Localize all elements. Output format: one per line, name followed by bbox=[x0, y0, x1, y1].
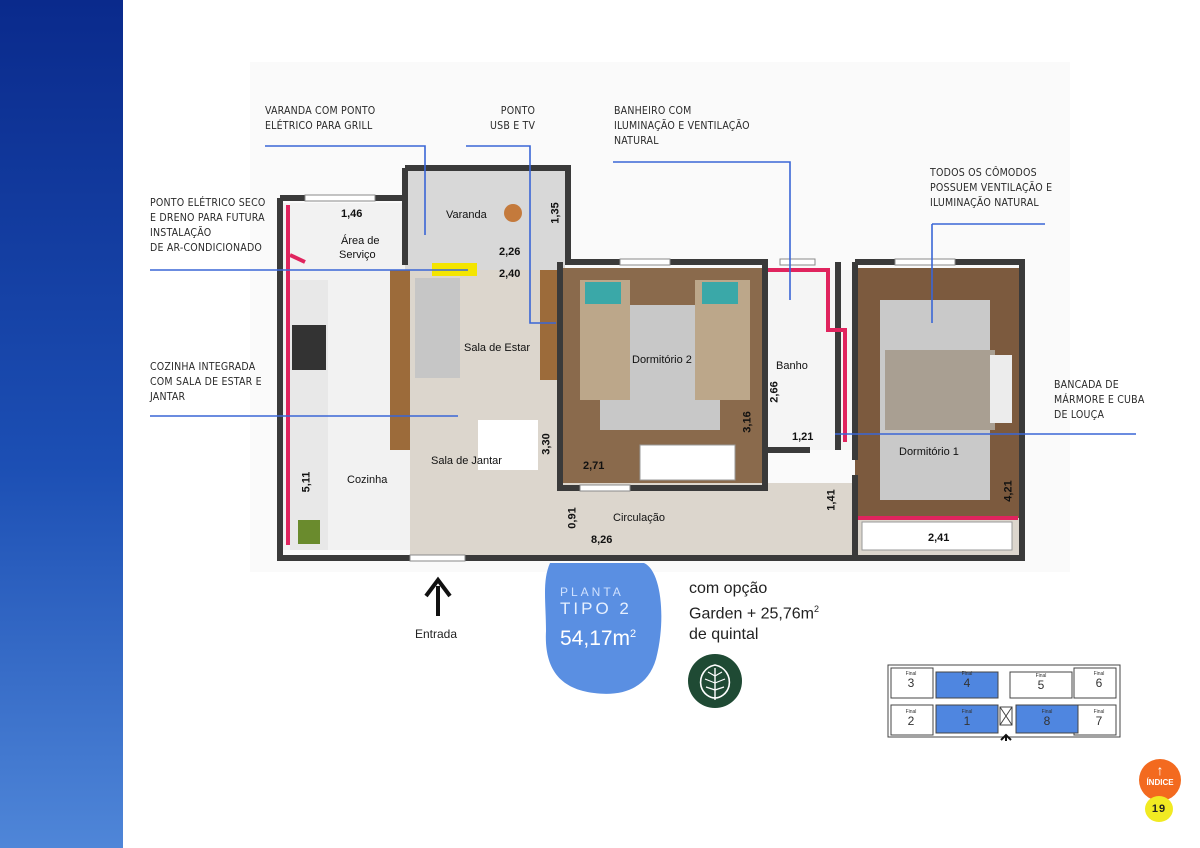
keyplan-unit-caption: Final bbox=[1041, 709, 1053, 715]
dimension-label: 1,35 bbox=[549, 202, 562, 224]
planta-area: 54,17m2 bbox=[560, 621, 636, 652]
callout-usb-line: PONTO bbox=[500, 105, 536, 117]
callout-varanda-line: VARANDA COM PONTO bbox=[265, 105, 376, 117]
room-label-varanda: Varanda bbox=[446, 209, 487, 221]
dimension-label: 1,21 bbox=[792, 431, 814, 443]
callout-cozinha-line: JANTAR bbox=[150, 391, 186, 403]
callout-usb-line: USB E TV bbox=[490, 120, 536, 132]
keyplan-unit-number: 7 bbox=[1095, 714, 1103, 728]
keyplan-unit-number: 2 bbox=[907, 714, 915, 728]
callout-cozinha: COZINHA INTEGRADA COM SALA DE ESTAR E JA… bbox=[150, 360, 262, 405]
room-label-banho: Banho bbox=[776, 360, 808, 372]
planta-area-value: 54,17m bbox=[560, 627, 631, 650]
callout-comodos: TODOS OS CÔMODOS POSSUEM VENTILAÇÃO E IL… bbox=[930, 166, 1052, 211]
planta-line-1: PLANTA bbox=[560, 585, 624, 599]
keyplan-unit-number: 5 bbox=[1037, 678, 1045, 692]
keyplan-unit-number: 8 bbox=[1043, 714, 1051, 728]
callout-bancada-line: MÁRMORE E CUBA bbox=[1054, 394, 1145, 406]
keyplan-unit-caption: Final bbox=[905, 709, 917, 715]
callout-banheiro-line: BANHEIRO COM bbox=[614, 105, 692, 117]
dimension-label: 0,91 bbox=[566, 507, 579, 529]
callout-cozinha-line: COZINHA INTEGRADA bbox=[150, 361, 256, 373]
monstera-leaf-icon bbox=[688, 654, 742, 708]
arrow-up-icon: ↑ bbox=[1156, 762, 1164, 778]
dimension-label: 8,26 bbox=[591, 534, 613, 546]
dimension-label: 2,40 bbox=[499, 268, 521, 280]
keyplan-unit-caption: Final bbox=[1093, 709, 1105, 715]
indice-label: ÍNDICE bbox=[1146, 778, 1174, 787]
planta-badge-shape bbox=[545, 563, 662, 694]
room-label-area-servico: Área de bbox=[341, 235, 380, 247]
keyplan-unit-caption: Final bbox=[961, 671, 973, 677]
room-label-dormitorio-2: Dormitório 2 bbox=[632, 354, 692, 366]
planta-line-2: TIPO 2 bbox=[560, 599, 632, 618]
callout-comodos-line: ILUMINAÇÃO NATURAL bbox=[930, 197, 1039, 209]
room-label-cozinha: Cozinha bbox=[347, 474, 388, 486]
keyplan-unit-caption: Final bbox=[1093, 671, 1105, 677]
garden-line-2-sup: 2 bbox=[813, 604, 819, 614]
room-label-area-servico: Serviço bbox=[339, 249, 376, 261]
dimension-label: 2,26 bbox=[499, 246, 521, 258]
callout-varanda: VARANDA COM PONTO ELÉTRICO PARA GRILL bbox=[265, 104, 375, 134]
dimension-label: 1,41 bbox=[825, 489, 838, 511]
dimension-label: 3,16 bbox=[741, 411, 754, 433]
callout-ar-line: INSTALAÇÃO bbox=[150, 227, 212, 239]
dimension-label: 1,46 bbox=[341, 208, 363, 220]
keyplan-unit-caption: Final bbox=[1035, 673, 1047, 679]
keyplan-unit-number: 6 bbox=[1095, 676, 1103, 690]
page-number-badge: 19 bbox=[1145, 796, 1173, 822]
keyplan-unit-number: 1 bbox=[963, 714, 971, 728]
entrance-label: Entrada bbox=[415, 627, 458, 641]
planta-badge: PLANTA TIPO 2 54,17m2 bbox=[560, 585, 636, 652]
callout-bancada: BANCADA DE MÁRMORE E CUBA DE LOUÇA bbox=[1054, 378, 1145, 423]
dimension-label: 2,41 bbox=[928, 532, 950, 544]
garden-line-2: Garden + 25,76m2 bbox=[689, 599, 819, 624]
dimension-label: 4,21 bbox=[1002, 480, 1015, 502]
dimension-label: 5,11 bbox=[300, 471, 313, 493]
garden-line-2-text: Garden + 25,76m bbox=[689, 605, 814, 623]
callout-ar-line: E DRENO PARA FUTURA bbox=[150, 212, 265, 224]
callout-banheiro-line: NATURAL bbox=[614, 135, 659, 147]
callout-ar-line: DE AR-CONDICIONADO bbox=[150, 242, 263, 254]
side-color-band bbox=[0, 0, 123, 848]
room-label-dormitorio-1: Dormitório 1 bbox=[899, 446, 959, 458]
room-label-circulacao: Circulação bbox=[613, 512, 665, 524]
dimension-label: 2,66 bbox=[768, 381, 781, 403]
callout-usb: PONTO USB E TV bbox=[490, 104, 535, 134]
keyplan-unit-caption: Final bbox=[905, 671, 917, 677]
garden-line-3: de quintal bbox=[689, 626, 759, 644]
indice-button[interactable]: ↑ ÍNDICE bbox=[1139, 759, 1181, 801]
callout-varanda-line: ELÉTRICO PARA GRILL bbox=[265, 120, 373, 132]
room-label-sala-jantar: Sala de Jantar bbox=[431, 455, 502, 467]
dimension-label: 3,30 bbox=[540, 433, 553, 455]
keyplan-unit-number: 4 bbox=[963, 676, 971, 690]
callout-cozinha-line: COM SALA DE ESTAR E bbox=[150, 376, 262, 388]
keyplan-unit-caption: Final bbox=[961, 709, 973, 715]
garden-option: com opção Garden + 25,76m2 de quintal bbox=[689, 578, 819, 645]
callout-ar-condicionado: PONTO ELÉTRICO SECO E DRENO PARA FUTURA … bbox=[150, 196, 266, 256]
callout-ar-line: PONTO ELÉTRICO SECO bbox=[150, 197, 266, 209]
callout-bancada-line: DE LOUÇA bbox=[1054, 409, 1105, 421]
callout-comodos-line: TODOS OS CÔMODOS bbox=[930, 167, 1037, 179]
callout-comodos-line: POSSUEM VENTILAÇÃO E bbox=[930, 182, 1053, 194]
callout-banheiro: BANHEIRO COM ILUMINAÇÃO E VENTILAÇÃO NAT… bbox=[614, 104, 750, 149]
callout-bancada-line: BANCADA DE bbox=[1054, 379, 1119, 391]
keyplan-unit-number: 3 bbox=[907, 676, 915, 690]
room-label-sala-estar: Sala de Estar bbox=[464, 342, 531, 354]
dimension-label: 2,71 bbox=[583, 460, 605, 472]
planta-area-sup: 2 bbox=[630, 628, 637, 640]
callout-banheiro-line: ILUMINAÇÃO E VENTILAÇÃO bbox=[614, 120, 750, 132]
garden-line-1: com opção bbox=[689, 580, 768, 597]
